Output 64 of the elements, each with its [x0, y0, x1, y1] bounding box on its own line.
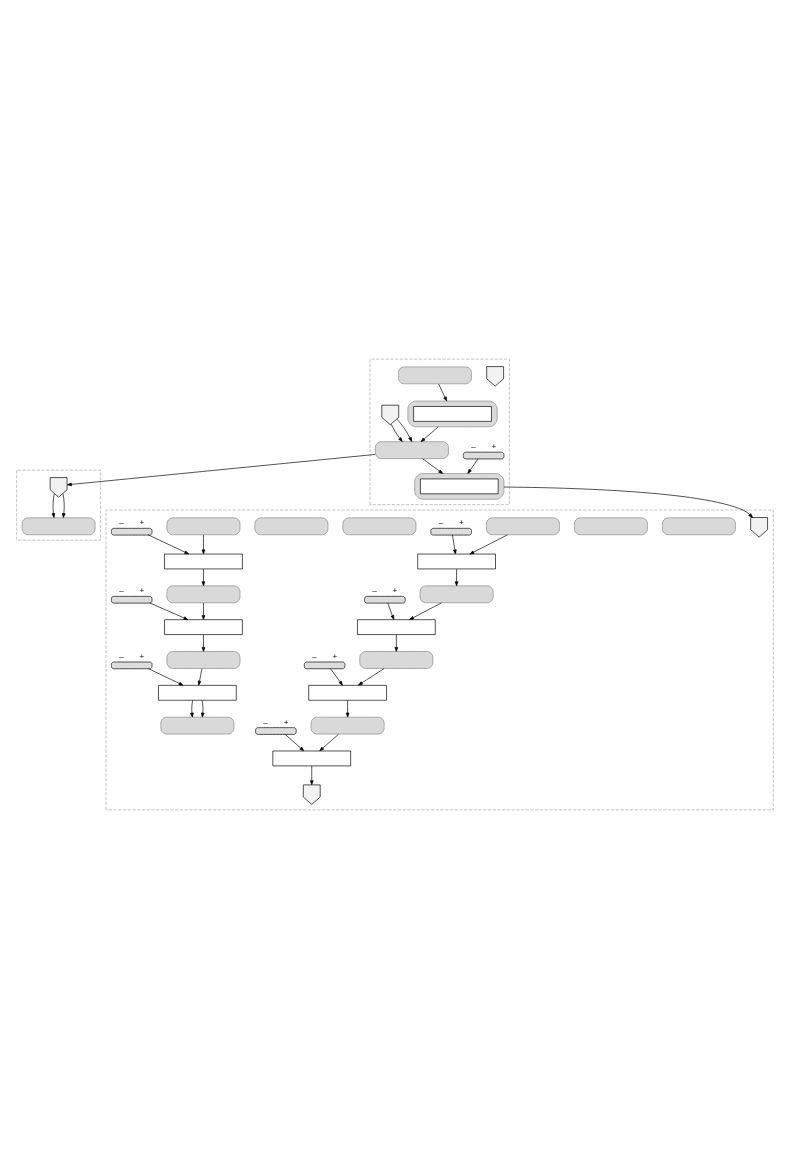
node-bar [398, 366, 472, 384]
arrow [390, 423, 403, 442]
arrow [358, 667, 385, 685]
node-bar [486, 517, 560, 535]
node-bar [662, 517, 736, 535]
arrow [62, 492, 66, 518]
node-bar [359, 650, 434, 669]
arrow [422, 457, 444, 474]
cluster [414, 472, 505, 500]
node-bar [574, 517, 648, 535]
arrow [201, 602, 206, 620]
arrow [345, 699, 350, 717]
arrow [51, 492, 56, 518]
node-hand [750, 516, 768, 537]
node-box [308, 684, 387, 701]
node-bar [375, 440, 449, 459]
node-bar [342, 517, 417, 535]
node-hand [302, 784, 321, 805]
arrow [284, 733, 305, 751]
node-box [164, 553, 243, 569]
node-box [272, 750, 351, 766]
arrow [394, 633, 399, 652]
arrow [469, 534, 508, 554]
arrow [147, 667, 184, 686]
node-bar [254, 517, 329, 535]
cluster [16, 469, 101, 540]
arrow [201, 534, 206, 554]
node-hand [49, 476, 68, 498]
arrow [452, 534, 457, 554]
arrow [197, 667, 203, 685]
node-hand [381, 404, 400, 425]
arrow [330, 667, 343, 685]
node-bar [310, 716, 385, 734]
arrow [149, 602, 189, 620]
arrow [190, 699, 194, 717]
node-box [413, 405, 492, 422]
node-bar [419, 585, 494, 603]
node-bar [166, 585, 241, 603]
arrow [67, 453, 376, 486]
arrow [396, 418, 413, 442]
arrow [201, 568, 206, 586]
arrow [310, 765, 314, 785]
node-box [420, 478, 499, 494]
arrow [438, 383, 448, 401]
arrow [201, 633, 206, 652]
node-bar [166, 650, 241, 669]
node-box [158, 684, 237, 701]
node-box [417, 553, 496, 569]
node-box [357, 618, 436, 635]
node-hand [486, 365, 504, 387]
arrow [467, 457, 479, 474]
node-bar [160, 716, 235, 734]
cluster [407, 400, 498, 427]
node-bar [21, 517, 96, 535]
arrow [503, 486, 753, 518]
arrow [319, 733, 339, 751]
cluster [369, 358, 510, 505]
node-box [164, 618, 243, 635]
arrow [454, 568, 459, 586]
arrow [147, 533, 190, 554]
arrow [201, 699, 205, 717]
arrow [387, 602, 395, 620]
arrow [420, 425, 439, 442]
node-bar [166, 517, 241, 535]
